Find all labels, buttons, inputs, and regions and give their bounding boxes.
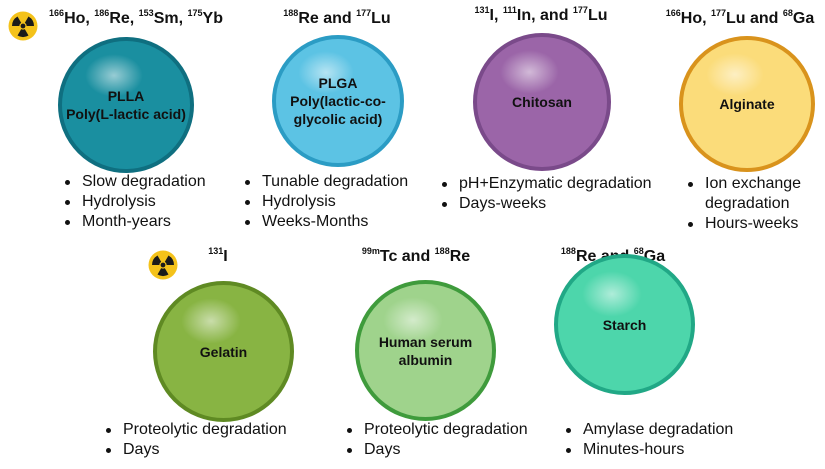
isotope-element: Lu — [587, 7, 608, 24]
sphere-label-plla: PLLA Poly(L-lactic acid) — [66, 88, 186, 122]
property-item: Amylase degradation — [564, 420, 733, 440]
isotope-header-plga: 188Re and 177Lu — [283, 8, 391, 28]
isotope-header-alginate: 166Ho, 177Lu and 68Ga — [665, 8, 815, 28]
isotope-element: Lu — [726, 10, 746, 27]
isotope-element: Re — [449, 248, 471, 265]
sphere-label-hsa: Human serum albumin — [378, 333, 473, 368]
isotope-mass-number: 188 — [283, 8, 299, 18]
isotope-mass-number: 175 — [187, 8, 203, 18]
isotope-element: Ga — [792, 10, 815, 27]
sphere-starch: Starch — [554, 254, 695, 395]
isotope-element: Ho — [680, 10, 703, 27]
isotope-joiner: , — [493, 7, 503, 24]
isotope-joiner: , — [85, 10, 95, 27]
property-item: pH+Enzymatic degradation — [440, 174, 652, 194]
isotope-element: Lu — [371, 10, 391, 27]
isotope-mass-number: 131 — [474, 5, 490, 15]
sphere-label-chitosan: Chitosan — [512, 94, 572, 110]
isotope-mass-number: 186 — [94, 8, 110, 18]
isotope-element: Tc — [379, 248, 398, 265]
isotope-element: Re — [575, 248, 597, 265]
isotope-joiner: , — [178, 10, 188, 27]
sphere-label-gelatin: Gelatin — [199, 343, 248, 360]
isotope-element: Sm — [153, 10, 179, 27]
isotope-joiner: and — [318, 10, 357, 27]
isotope-mass-number: 68 — [633, 246, 644, 256]
isotope-joiner: and — [397, 248, 435, 265]
isotope-element: I — [223, 248, 228, 265]
isotope-mass-number: 68 — [782, 8, 793, 18]
isotope-mass-number: 131 — [208, 246, 224, 256]
sphere-label-starch: Starch — [602, 316, 647, 333]
radiation-hazard-icon — [148, 250, 178, 280]
isotope-joiner: , — [702, 10, 711, 27]
radiation-hazard-icon — [8, 11, 38, 41]
property-item: Proteolytic degradation — [104, 420, 287, 440]
sphere-hsa: Human serum albumin — [355, 280, 496, 421]
isotope-mass-number: 153 — [138, 8, 154, 18]
isotope-mass-number: 99m — [361, 246, 380, 256]
isotope-mass-number: 177 — [572, 5, 588, 15]
sphere-gelatin: Gelatin — [153, 281, 294, 422]
sphere-plla: PLLA Poly(L-lactic acid) — [58, 37, 194, 173]
property-item: Minutes-hours — [564, 440, 733, 460]
isotope-mass-number: 166 — [665, 8, 681, 18]
isotope-mass-number: 177 — [710, 8, 727, 18]
property-item: Days — [345, 440, 528, 460]
property-item: Ion exchange degradation — [686, 174, 801, 214]
sphere-plga: PLGA Poly(lactic-co- glycolic acid) — [272, 35, 404, 167]
isotope-mass-number: 166 — [49, 8, 65, 18]
isotope-mass-number: 111 — [502, 5, 517, 15]
property-item: Slow degradation — [63, 172, 206, 192]
sphere-alginate: Alginate — [679, 36, 815, 172]
property-item: Days — [104, 440, 287, 460]
property-item: Days-weeks — [440, 194, 652, 214]
isotope-header-plla: 166Ho, 186Re, 153Sm, 175Yb — [49, 8, 223, 28]
isotope-element: I — [489, 7, 494, 24]
isotope-mass-number: 177 — [356, 8, 372, 18]
property-item: Hours-weeks — [686, 214, 801, 234]
isotope-element: Yb — [202, 10, 223, 27]
property-item: Weeks-Months — [243, 212, 408, 232]
sphere-label-alginate: Alginate — [719, 96, 775, 112]
sphere-label-plga: PLGA Poly(lactic-co- glycolic acid) — [290, 75, 386, 127]
isotope-joiner: , — [129, 10, 139, 27]
property-item: Proteolytic degradation — [345, 420, 528, 440]
property-item: Hydrolysis — [243, 192, 408, 212]
isotope-header-chitosan: 131I, 111In, and 177Lu — [474, 5, 608, 25]
isotope-header-hsa: 99mTc and 188Re — [361, 246, 471, 266]
property-item: Hydrolysis — [63, 192, 206, 212]
isotope-header-gelatin: 131I — [208, 246, 228, 266]
isotope-element: Ho — [64, 10, 86, 27]
isotope-element: Re — [109, 10, 130, 27]
isotope-joiner: and — [745, 10, 783, 27]
isotope-element: Re — [298, 10, 319, 27]
isotope-element: In — [516, 7, 532, 24]
property-item: Month-years — [63, 212, 206, 232]
isotope-mass-number: 188 — [560, 246, 576, 256]
sphere-chitosan: Chitosan — [473, 33, 611, 171]
property-item: Tunable degradation — [243, 172, 408, 192]
isotope-joiner: , and — [531, 7, 573, 24]
isotope-mass-number: 188 — [434, 246, 450, 256]
